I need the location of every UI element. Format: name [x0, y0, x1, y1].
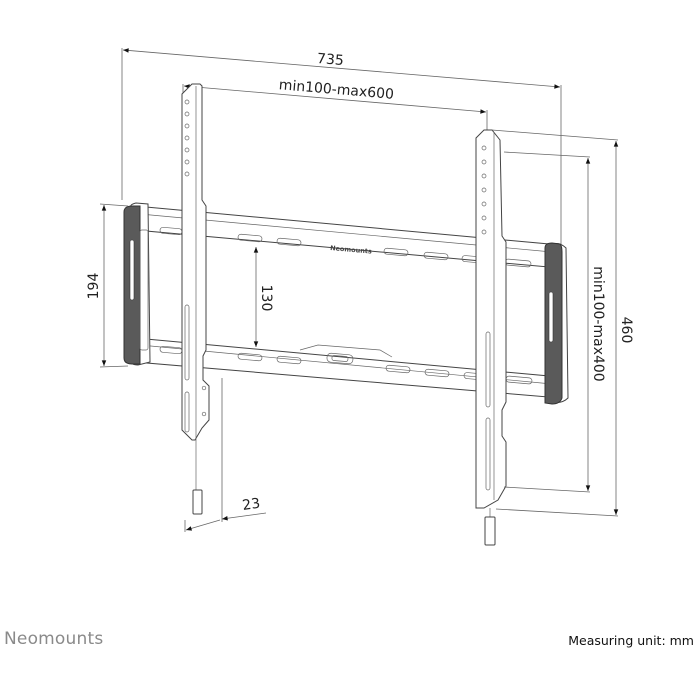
right-end-pad — [544, 242, 569, 405]
right-safety-lock — [484, 516, 496, 546]
dimension-vesa-height: min100-max400 — [503, 151, 606, 493]
dimension-vesa-width: min100-max600 — [182, 77, 488, 130]
vesa-height-label: min100-max400 — [590, 266, 606, 381]
right-vertical-arm — [475, 129, 507, 546]
dimension-overall-height: 460 — [491, 129, 634, 517]
left-arm-holes — [184, 99, 190, 177]
dimension-inner-spacing: 130 — [253, 247, 274, 348]
overall-width-label: 735 — [316, 51, 344, 69]
left-end-pad — [123, 202, 151, 366]
right-arm-holes — [481, 145, 487, 235]
rail-slots — [159, 226, 533, 385]
left-vertical-arm — [181, 83, 210, 515]
rail-height-label: 194 — [86, 273, 102, 300]
wall-depth-label: 23 — [241, 496, 261, 514]
dimension-overall-width: 735 — [121, 48, 562, 248]
inner-spacing-label: 130 — [258, 285, 274, 312]
overall-height-label: 460 — [618, 317, 634, 344]
dimension-rail-height: 194 — [86, 203, 129, 368]
rail-logo: Neomounts — [330, 244, 372, 256]
measuring-unit-note: Measuring unit: mm — [568, 633, 694, 648]
brand-logo: Neomounts — [4, 629, 104, 649]
dimension-wall-depth: 23 — [184, 378, 267, 532]
left-safety-lock — [192, 489, 203, 515]
